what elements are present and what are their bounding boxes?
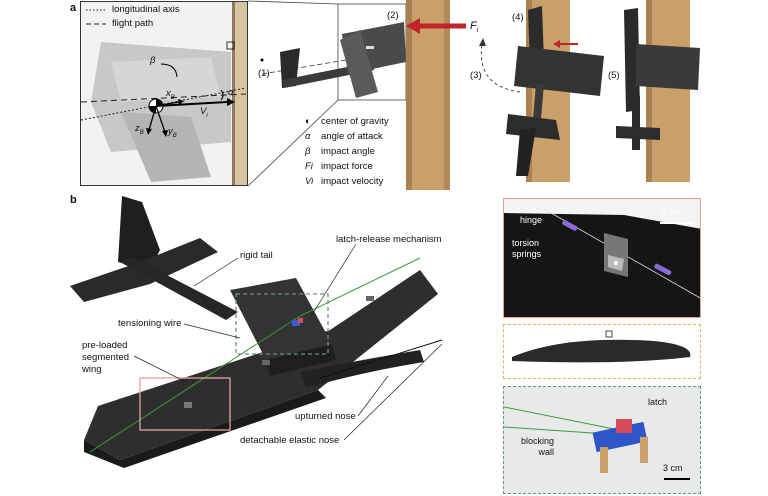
cg-icon: ◐ [305, 114, 321, 129]
inset-vi: Vi [200, 106, 208, 119]
label-blocking-wall: blocking wall [521, 436, 554, 458]
step-2: (2) [387, 10, 399, 21]
label-rigid-tail: rigid tail [240, 250, 273, 261]
panel-a-letter: a [70, 2, 76, 14]
step-4: (4) [512, 12, 524, 23]
blocking-line-1: blocking [521, 436, 554, 447]
fi-sub: i [477, 27, 479, 34]
label-tensioning-wire: tensioning wire [118, 318, 181, 329]
wing-line-2: segmented [82, 352, 129, 364]
scale-3cm: 3 cm [663, 463, 683, 473]
key-text: impact angle [321, 146, 375, 157]
label-latch-release: latch-release mechanism [336, 234, 442, 245]
legend-longitudinal-axis: longitudinal axis [112, 4, 180, 15]
key-symbol: Fi [305, 159, 321, 174]
step-3: (3) [470, 70, 482, 81]
inset-drawing [81, 2, 248, 186]
panel-e-drawing [504, 325, 701, 379]
fi-label: F [470, 20, 477, 32]
zb-sub: B [140, 130, 144, 136]
label-segmented-wing: pre-loaded segmented wing [82, 340, 129, 376]
key-text: impact force [321, 161, 373, 172]
step-1: (1) [258, 68, 270, 79]
inset-yb: yB [168, 126, 177, 139]
label-hinge: hinge [520, 215, 542, 225]
key-text: angle of attack [321, 131, 383, 142]
label-upturned-nose: upturned nose [295, 411, 356, 422]
key-symbol: β [305, 144, 321, 159]
label-torsion-springs: torsion springs [512, 238, 541, 260]
scale-5cm: 5 cm [661, 207, 681, 217]
key-symbol: Vi [305, 174, 321, 189]
panel-b-letter: b [70, 194, 77, 206]
blocking-line-2: wall [521, 447, 554, 458]
vi-sub: i [206, 113, 207, 119]
key-text: impact velocity [321, 176, 383, 187]
yb-sub: B [173, 133, 177, 139]
torsion-line-1: torsion [512, 238, 541, 249]
wing-line-1: pre-loaded [82, 340, 129, 352]
inset-beta: β [150, 55, 155, 66]
panel-a-inset [80, 1, 248, 186]
xb-sub: B [171, 95, 175, 101]
label-elastic-nose: detachable elastic nose [240, 435, 339, 446]
panel-e [503, 324, 701, 379]
torsion-line-2: springs [512, 249, 541, 260]
key-item: ◐center of gravity [305, 114, 389, 129]
inset-alpha: α [228, 87, 233, 98]
force-label: Fi [470, 20, 478, 34]
inset-xb: xB [166, 88, 175, 101]
step-5: (5) [608, 70, 620, 81]
wing-line-3: wing [82, 364, 129, 376]
label-latch: latch [648, 397, 667, 407]
key-symbol: α [305, 129, 321, 144]
key-text: center of gravity [321, 116, 389, 127]
inset-zb: zB [135, 123, 144, 136]
legend-flight-path: flight path [112, 18, 153, 29]
